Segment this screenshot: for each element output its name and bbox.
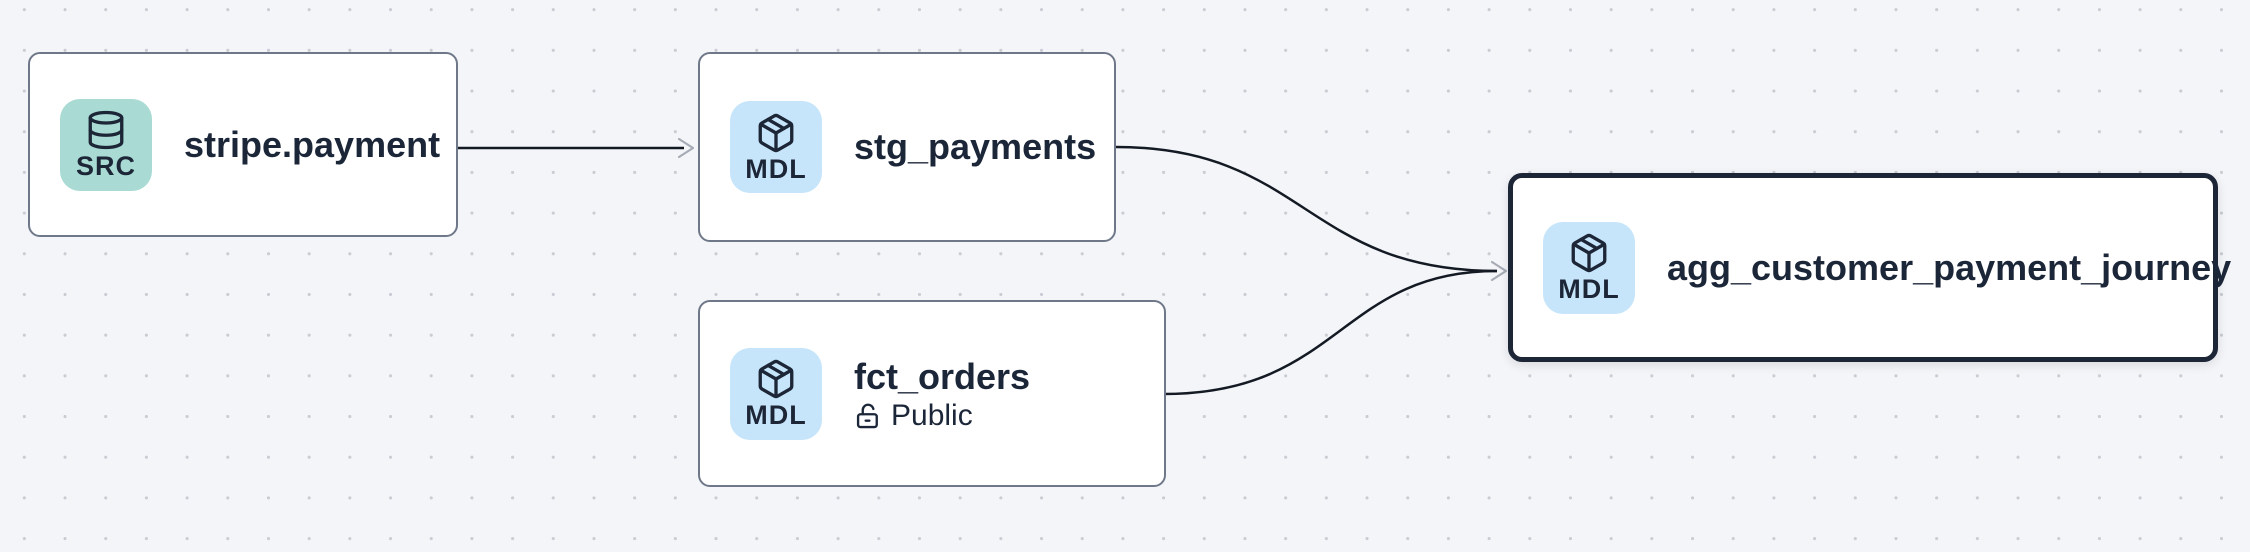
badge-label: SRC (75, 151, 136, 181)
node-text: stripe.payment (184, 124, 440, 165)
node-text: fct_orders Public (854, 356, 1030, 431)
database-icon (88, 110, 124, 150)
node-agg-customer-payment-journey[interactable]: MDL agg_customer_payment_journey (1508, 173, 2231, 362)
node-stripe-payment[interactable]: SRC stripe.payment (28, 52, 458, 237)
node-title: agg_customer_payment_journey (1667, 246, 2232, 288)
badge-label: MDL (745, 153, 807, 184)
node-title: fct_orders (854, 355, 1031, 397)
badge-label: MDL (1558, 274, 1620, 304)
cube-icon (758, 359, 794, 399)
source-type-badge: SRC (60, 98, 152, 191)
node-fct-orders[interactable]: MDL fct_orders Public (698, 300, 1166, 487)
model-type-badge: MDL (730, 347, 822, 440)
badge-label: MDL (745, 400, 807, 430)
model-type-badge: MDL (1543, 221, 1635, 314)
node-stg-payments[interactable]: MDL stg_payments (698, 52, 1116, 242)
access-label: Public (891, 399, 973, 433)
access-row: Public (854, 401, 1030, 431)
node-title: stg_payments (854, 126, 1097, 168)
node-text: stg_payments (854, 126, 1096, 167)
model-type-badge: MDL (730, 101, 822, 193)
node-text: agg_customer_payment_journey (1667, 247, 2231, 288)
edge-fct-orders-to-agg[interactable] (1163, 269, 1498, 396)
lock-open-icon (856, 403, 878, 429)
cube-icon (758, 113, 794, 152)
cube-icon (1571, 233, 1607, 273)
edge-stg-payments-to-agg[interactable] (1115, 145, 1498, 273)
node-title: stripe.payment (184, 123, 441, 165)
